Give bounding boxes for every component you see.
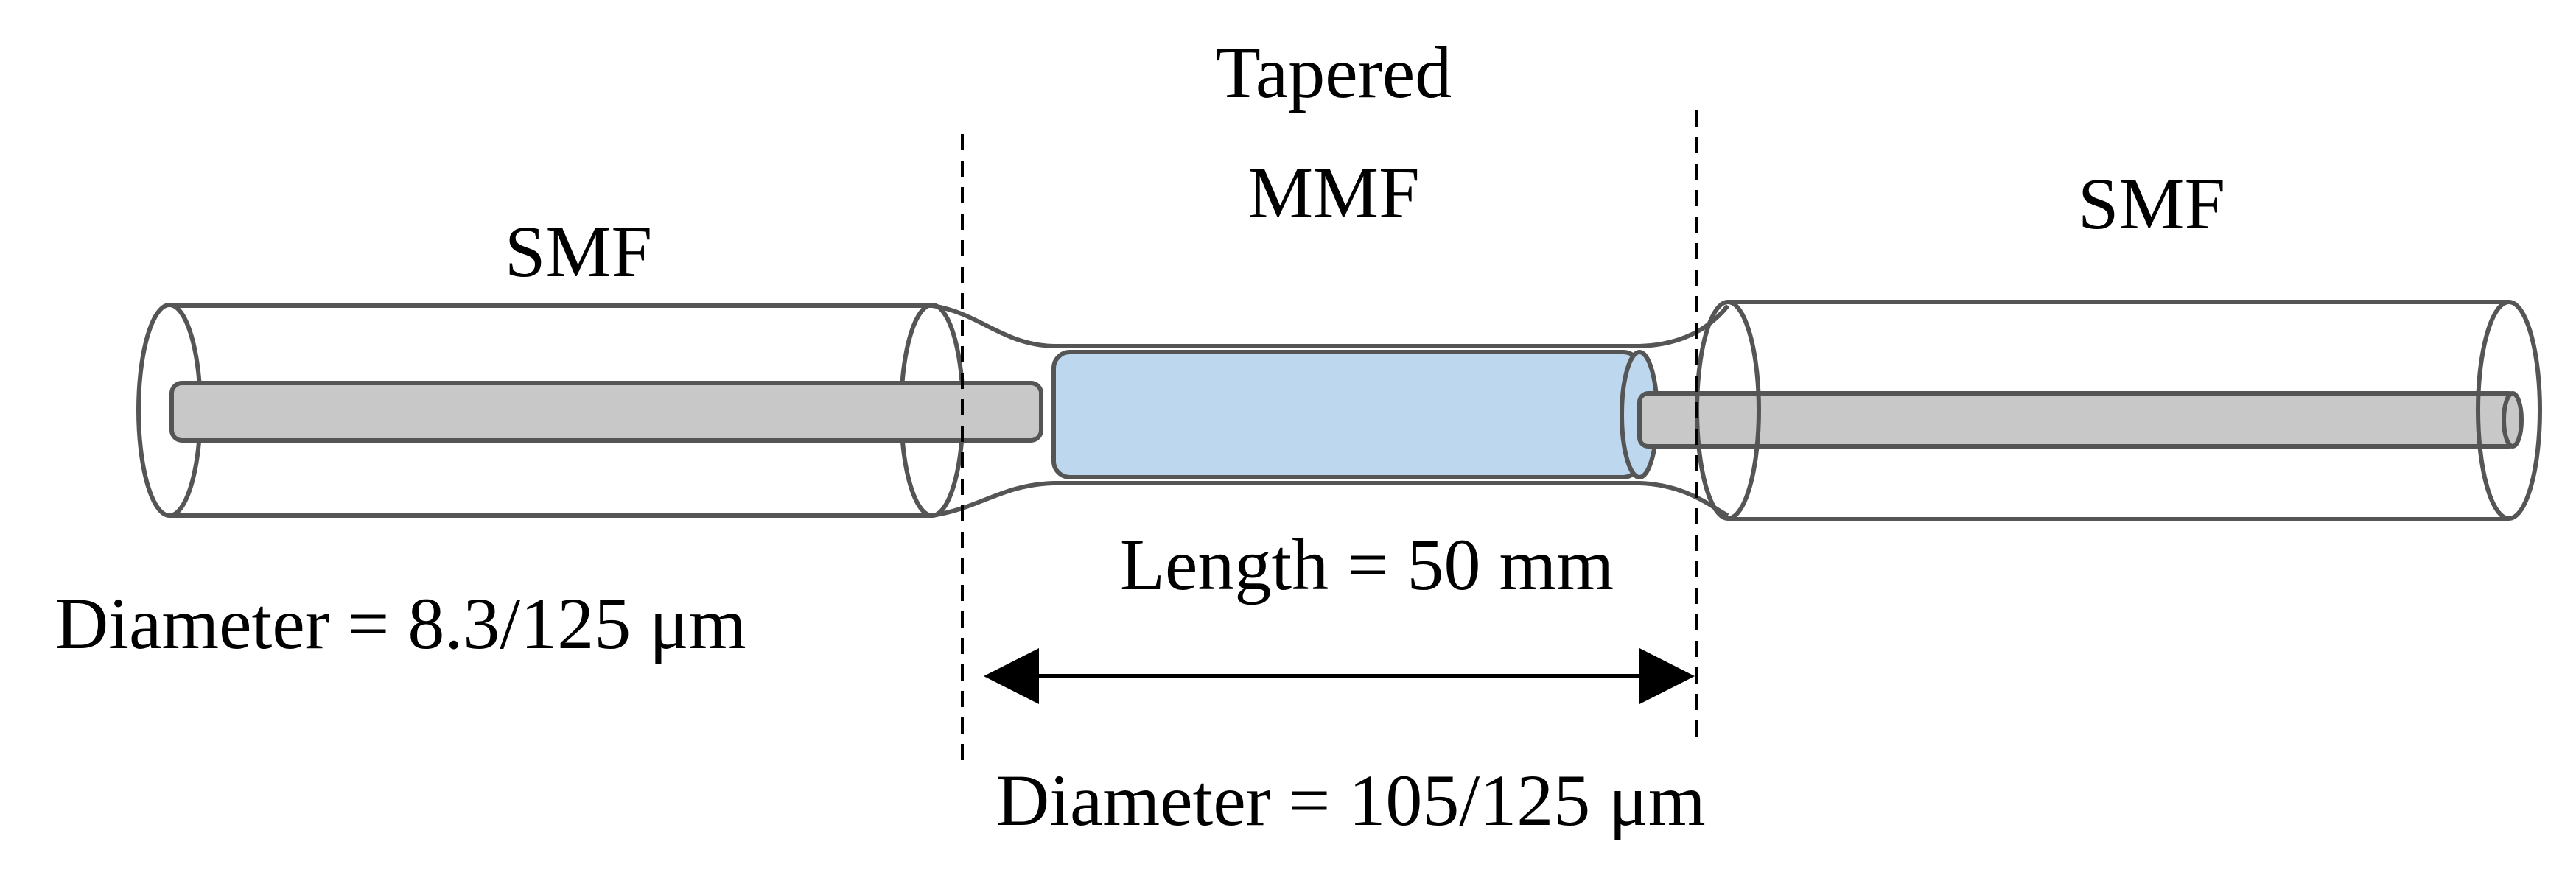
left-smf-cladding [169,303,932,518]
middle-fiber-label-line2: MMF [1247,152,1419,233]
left-smf-label: SMF [505,211,652,292]
right-smf-core [1637,391,2520,449]
right-smf [1637,300,2542,521]
taper-cladding-top [931,303,1730,348]
right-smf-cladding [1728,300,2509,521]
smf-diameter-label: Diameter = 8.3/125 μm [55,583,746,664]
right-smf-core-end [2502,391,2524,449]
mmf-core [1051,350,1642,479]
length-arrow-right-head [1639,648,1695,704]
right-smf-cladding-end [2476,300,2542,521]
tapered-mmf [931,303,1730,518]
length-arrow [984,648,1695,704]
middle-fiber-label-line1: Tapered [1216,32,1452,113]
taper-cladding-bottom [931,481,1729,518]
length-arrow-left-head [984,648,1039,704]
taper-length-label: Length = 50 mm [1120,524,1614,605]
left-smf-core [169,381,1043,443]
mmf-diameter-label: Diameter = 105/125 μm [996,759,1706,841]
left-smf [136,303,1043,518]
right-smf-label: SMF [2078,163,2225,245]
